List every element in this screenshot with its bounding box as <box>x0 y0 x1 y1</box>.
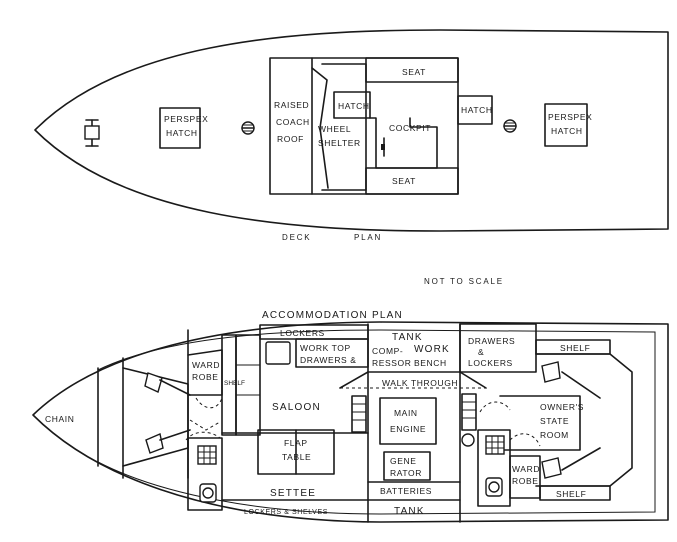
wardrobe-forward-label-2: ROBE <box>192 372 219 382</box>
generator <box>383 451 431 481</box>
walk-through <box>339 371 487 389</box>
raised-coach-roof-label-2: COACH <box>276 117 310 127</box>
perspex-hatch-forward <box>159 107 201 149</box>
deck-plan-caption-2: PLAN <box>354 233 382 242</box>
tank-top-label: TANK <box>392 332 423 343</box>
steps-aft-icon <box>461 393 477 431</box>
owners-state-room <box>499 395 581 451</box>
owners-state-room-label-1: OWNER'S <box>540 402 584 412</box>
shelf-aft-bottom <box>539 485 611 501</box>
raised-coach-roof-label-3: ROOF <box>277 134 304 144</box>
berth-pillow-aft-icon <box>541 361 562 479</box>
tank-bottom-label: TANK <box>394 506 425 517</box>
shelf-forward-label: SHELF <box>224 380 245 387</box>
sink-icon <box>265 341 291 365</box>
main-engine-label-2: ENGINE <box>390 424 426 434</box>
drawers-lockers-label-2: & <box>478 347 484 357</box>
batteries-label: BATTERIES <box>380 486 432 496</box>
shelf-aft-bottom-label: SHELF <box>556 489 586 499</box>
deck-cleat-icon <box>84 119 100 147</box>
perspex-hatch-aft <box>544 103 588 147</box>
hatch-aft-label: HATCH <box>461 105 493 115</box>
main-engine-label-1: MAIN <box>394 408 418 418</box>
hatch-aft <box>457 95 493 125</box>
seat-top <box>365 57 459 83</box>
work-top-label-1: WORK TOP <box>300 343 351 353</box>
walk-through-label: WALK THROUGH <box>382 378 458 388</box>
wheel-shelter-label-2: SHELTER <box>318 138 361 148</box>
wardrobe-aft-label-2: ROBE <box>512 476 539 486</box>
settee-label: SETTEE <box>270 488 316 499</box>
owners-state-room-label-2: STATE <box>540 416 569 426</box>
saloon-label: SALOON <box>272 402 321 413</box>
inner-hull-line <box>97 329 656 515</box>
generator-label-2: RATOR <box>390 468 422 478</box>
accommodation-plan-title: ACCOMMODATION PLAN <box>262 310 403 321</box>
accommodation-plan: CHAIN WARD ROBE SHELF <box>32 321 669 523</box>
flap-table-label-1: FLAP <box>284 438 308 448</box>
accommodation-hull-outline <box>32 321 669 523</box>
seat-top-label: SEAT <box>402 67 426 77</box>
deck-plan: PERSPEX HATCH RAISED COACH ROOF WHEEL SH… <box>34 29 669 242</box>
steps-forward-icon <box>351 395 367 433</box>
owners-state-room-label-3: ROOM <box>540 430 569 440</box>
basin-aft-icon <box>485 435 505 455</box>
raised-coach-roof-label-1: RAISED <box>274 100 309 110</box>
main-engine <box>379 397 437 445</box>
work-bench-label-1: WORK <box>414 344 450 355</box>
lockers-shelves-label: LOCKERS & SHELVES <box>244 509 328 516</box>
deck-plan-caption-1: DECK <box>282 233 311 242</box>
drawers-lockers-label-1: DRAWERS <box>468 336 515 346</box>
cockpit-label: COCKPIT <box>389 123 431 133</box>
wheel-shelter <box>321 63 367 191</box>
work-bench-label-2: BENCH <box>414 358 447 368</box>
work-top-label-2: DRAWERS & <box>300 355 357 365</box>
seat-bottom <box>365 167 459 195</box>
perspex-hatch-aft-label-2: HATCH <box>551 126 583 136</box>
toilet-fwd-icon <box>199 483 217 503</box>
lockers-top-label: LOCKERS <box>280 328 325 338</box>
wardrobe-aft-label-1: WARD <box>512 464 540 474</box>
flap-table-label-2: TABLE <box>282 452 311 462</box>
compressor-label-1: COMP- <box>372 346 403 356</box>
perspex-hatch-forward-label-2: HATCH <box>166 128 198 138</box>
wardrobe-forward-label-1: WARD <box>192 360 220 370</box>
heads-compartment <box>187 437 223 511</box>
basin-icon <box>197 445 217 465</box>
ventilator-forward-icon <box>241 121 255 135</box>
shelf-aft-top-label: SHELF <box>560 343 590 353</box>
hatch-inner <box>333 91 371 119</box>
berth-pillow-fwd-icon <box>144 372 164 454</box>
steering-wheel-icon <box>381 137 385 157</box>
wheel-shelter-label-1: WHEEL <box>318 124 351 134</box>
perspex-hatch-forward-label-1: PERSPEX <box>164 114 208 124</box>
settee <box>221 432 369 501</box>
drawers-lockers-label-3: LOCKERS <box>468 358 513 368</box>
generator-label-1: GENE <box>390 456 417 466</box>
compressor-label-2: RESSOR <box>372 358 412 368</box>
toilet-aft-icon <box>485 477 503 497</box>
wardrobe-aft <box>509 455 541 499</box>
hatch-inner-label: HATCH <box>338 101 370 111</box>
perspex-hatch-aft-label-1: PERSPEX <box>548 112 592 122</box>
seat-bottom-label: SEAT <box>392 176 416 186</box>
deck-hull-outline <box>34 29 669 232</box>
chain-locker-label: CHAIN <box>45 414 74 424</box>
not-to-scale-note: NOT TO SCALE <box>424 277 504 286</box>
ventilator-aft-icon <box>503 119 517 133</box>
